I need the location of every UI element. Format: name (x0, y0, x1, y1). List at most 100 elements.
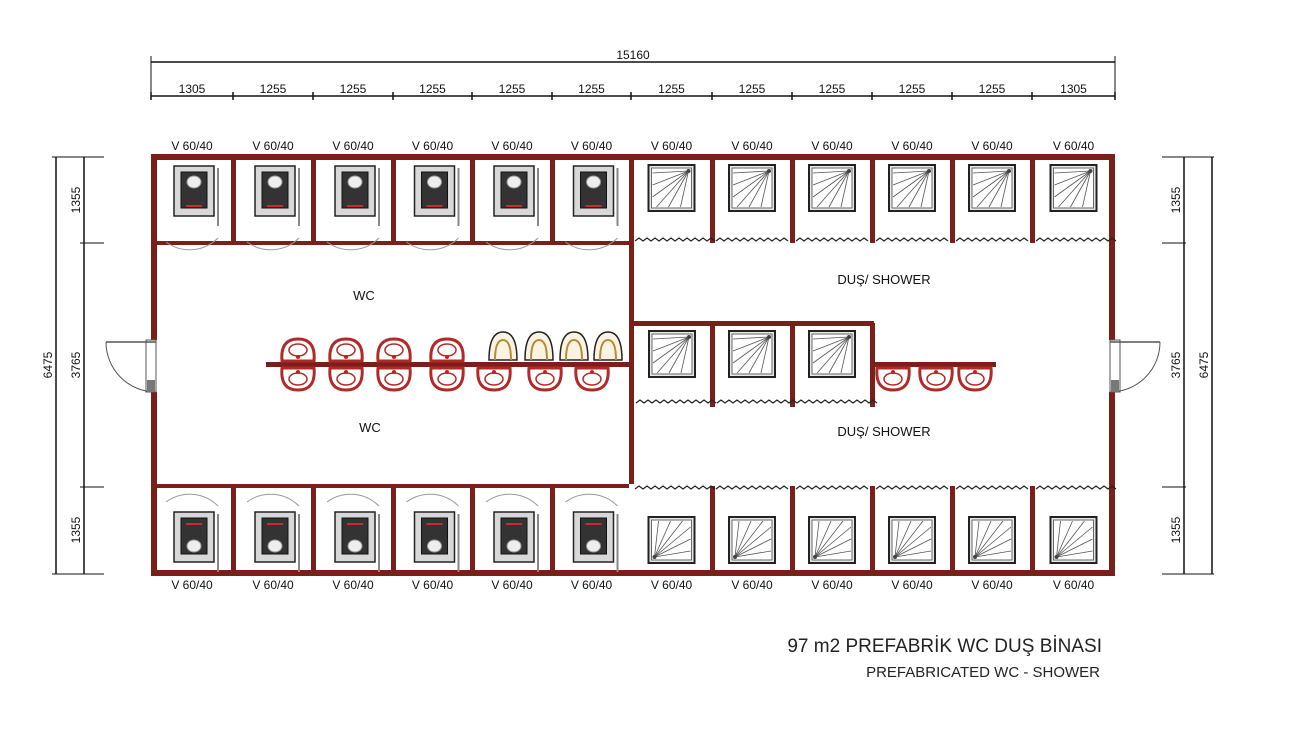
sink-icon (280, 366, 316, 392)
shower-curtain-line (1035, 237, 1117, 242)
sink-icon (527, 366, 563, 392)
wc-partition (550, 157, 555, 243)
shower-curtain-line (634, 485, 716, 490)
right-dim-middle: 3765 (1169, 351, 1183, 378)
wc-partition (231, 486, 236, 572)
shower-curtain-line (795, 237, 869, 242)
drawing-subtitle: PREFABRICATED WC - SHOWER (866, 664, 1100, 681)
drawing-title: 97 m2 PREFABRİK WC DUŞ BİNASI (787, 636, 1102, 657)
right-dim-bottom: 1355 (1169, 516, 1183, 543)
segment-dimension-label: 1255 (578, 82, 605, 96)
window-label: V 60/40 (491, 139, 533, 153)
window-label: V 60/40 (571, 578, 613, 592)
window-label: V 60/40 (571, 139, 613, 153)
segment-dimension-label: 1255 (899, 82, 926, 96)
window-label: V 60/40 (971, 139, 1013, 153)
room-label-shower-top: DUŞ/ SHOWER (837, 272, 930, 287)
segment-dimension-label: 1255 (499, 82, 526, 96)
wc-partition (550, 486, 555, 572)
shower-partition (790, 486, 795, 572)
shower-partition (950, 486, 955, 572)
sink-icon (429, 366, 465, 392)
entrance-door-right[interactable] (1109, 339, 1161, 393)
shower-curtain-line (955, 237, 1029, 242)
window-label: V 60/40 (731, 578, 773, 592)
squat-toilet-icon (165, 493, 219, 572)
window-label: V 60/40 (332, 139, 374, 153)
window-label: V 60/40 (491, 578, 533, 592)
left-dim-middle: 3765 (69, 351, 83, 378)
overall-width-label: 15160 (616, 48, 650, 62)
top-overall-dimension: 15160 (150, 48, 1116, 96)
shower-tray-icon (1049, 516, 1098, 564)
sink-icon (328, 366, 364, 392)
segment-dimension-label: 1305 (179, 82, 206, 96)
shower-curtain-line (795, 485, 869, 490)
window-label: V 60/40 (891, 578, 933, 592)
shower-curtain-line (715, 237, 789, 242)
squat-toilet-icon (246, 165, 300, 251)
shower-partition (790, 323, 795, 407)
sink-icon (574, 366, 610, 392)
shower-tray-icon (728, 516, 776, 564)
shower-tray-icon (808, 164, 856, 212)
shower-curtains (634, 237, 1117, 490)
shower-partition (870, 486, 875, 572)
shower-tray-icon (808, 516, 856, 564)
entrance-door-left[interactable] (105, 339, 157, 393)
wc-partition (391, 486, 396, 572)
segment-dimension-label: 1305 (1060, 82, 1087, 96)
shower-partition (710, 157, 715, 243)
shower-curtain-line (634, 237, 716, 242)
shower-trays (647, 164, 1098, 564)
window-label: V 60/40 (252, 578, 294, 592)
squat-toilet-icon (485, 493, 539, 572)
shower-curtain-line (875, 485, 949, 490)
shower-tray-icon (808, 330, 856, 378)
shower-partition (1030, 157, 1035, 243)
left-dim-top: 1355 (69, 186, 83, 213)
window-label: V 60/40 (412, 139, 454, 153)
shower-curtain-line (715, 485, 789, 490)
shower-partition (870, 157, 875, 243)
squat-toilet-icon (565, 493, 619, 572)
window-label: V 60/40 (332, 578, 374, 592)
shower-tray-icon (1049, 164, 1098, 212)
window-label: V 60/40 (811, 139, 853, 153)
segment-dimension-label: 1255 (739, 82, 766, 96)
shower-curtain-line (716, 399, 798, 404)
window-label: V 60/40 (811, 578, 853, 592)
sink-icon (957, 366, 993, 392)
segment-dimension-label: 1255 (260, 82, 287, 96)
shower-tray-icon (888, 164, 936, 212)
shower-tray-icon (968, 516, 1016, 564)
left-dim-bottom: 1355 (69, 516, 83, 543)
window-label: V 60/40 (891, 139, 933, 153)
sink-icon (328, 337, 364, 363)
left-dim-overall: 6475 (41, 351, 55, 378)
window-label: V 60/40 (971, 578, 1013, 592)
shower-partition (710, 323, 715, 407)
window-label: V 60/40 (171, 139, 213, 153)
right-dim-overall: 6475 (1197, 351, 1211, 378)
squat-toilet-icon (565, 165, 619, 251)
right-dim-top: 1355 (1169, 186, 1183, 213)
shower-tray-icon (647, 164, 696, 212)
squat-toilet-icon (165, 165, 219, 251)
sinks (280, 337, 993, 392)
urinal-icon (488, 331, 518, 361)
window-label: V 60/40 (651, 578, 693, 592)
sink-icon (429, 337, 465, 363)
urinal-icon (593, 331, 623, 361)
window-label: V 60/40 (1053, 139, 1095, 153)
segment-dimension-label: 1255 (340, 82, 367, 96)
wc-partition (311, 486, 316, 572)
sink-icon (875, 366, 911, 392)
squat-toilets (165, 165, 619, 572)
shower-partition (710, 486, 715, 572)
urinal-icon (559, 331, 589, 361)
squat-toilet-icon (485, 165, 539, 251)
sink-icon (476, 366, 512, 392)
